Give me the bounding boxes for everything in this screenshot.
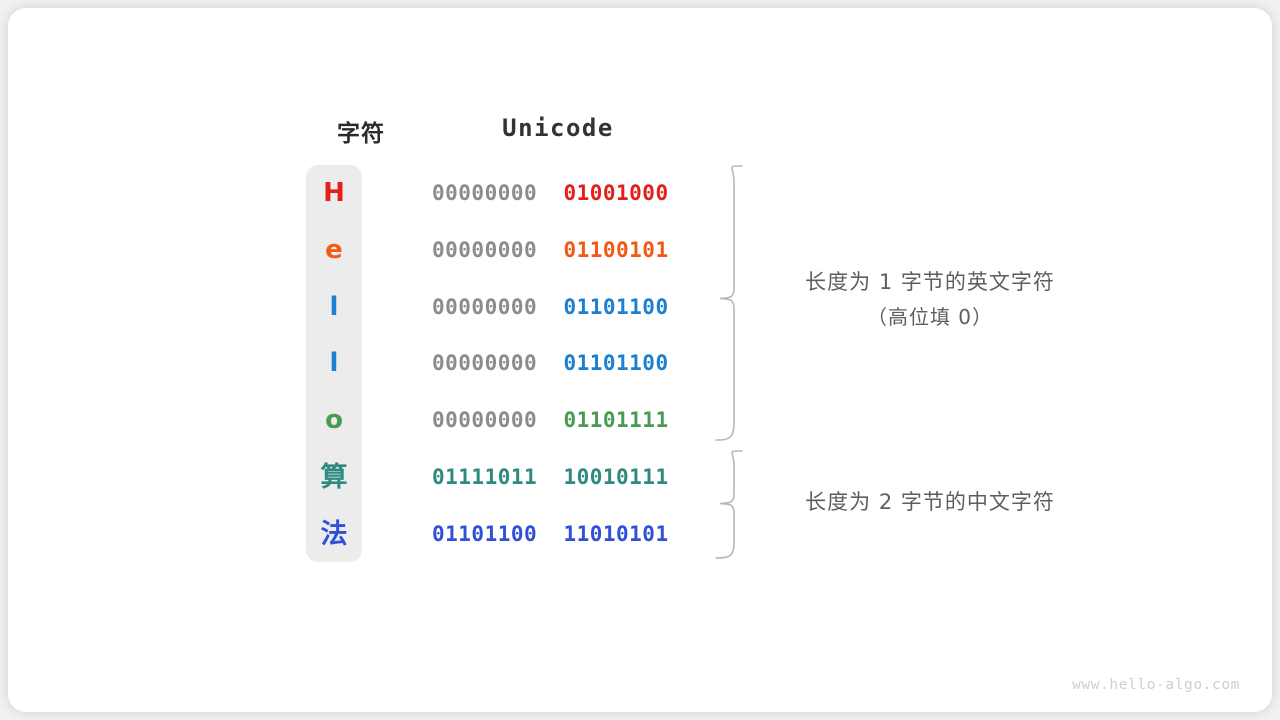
watermark: www.hello-algo.com <box>1072 677 1240 693</box>
unicode-binary-row: 00000000 01101100 <box>432 279 684 336</box>
byte-separator <box>537 238 563 262</box>
annotation-chinese: 长度为 2 字节的中文字符 <box>760 484 1100 520</box>
low-byte: 11010101 <box>563 521 669 546</box>
high-byte: 00000000 <box>432 408 538 433</box>
header-character: 字符 <box>337 121 385 147</box>
high-byte: 00000000 <box>432 181 538 205</box>
character-cell: 算 <box>320 462 348 493</box>
character-cell: H <box>323 178 345 208</box>
annotation-english-sub: （高位填 0） <box>866 305 994 329</box>
high-byte: 01111011 <box>432 465 538 489</box>
character-cell: e <box>325 234 343 265</box>
unicode-binary-row: 01101100 11010101 <box>432 506 684 563</box>
low-byte: 01101100 <box>563 351 669 376</box>
unicode-binary-row: 01111011 10010111 <box>432 449 684 506</box>
low-byte: 01100101 <box>563 237 669 262</box>
byte-separator <box>537 295 563 319</box>
low-byte: 01101111 <box>563 408 669 433</box>
low-byte: 10010111 <box>563 465 669 489</box>
high-byte: 00000000 <box>432 294 538 319</box>
high-byte: 00000000 <box>432 237 538 262</box>
byte-separator <box>537 351 563 375</box>
character-cell: 法 <box>320 518 348 550</box>
high-byte: 01101100 <box>432 521 538 546</box>
header-unicode: Unicode <box>502 114 614 142</box>
character-cell: l <box>329 291 339 322</box>
annotation-chinese-main: 长度为 2 字节的中文字符 <box>805 490 1055 514</box>
unicode-binary-row: 00000000 01101100 <box>432 335 684 392</box>
byte-separator <box>537 522 563 546</box>
byte-separator <box>537 181 563 205</box>
annotation-english: 长度为 1 字节的英文字符 （高位填 0） <box>760 264 1100 334</box>
character-column-background <box>306 165 362 562</box>
character-cell: o <box>325 405 343 436</box>
unicode-binary-row: 00000000 01100101 <box>432 222 684 279</box>
low-byte: 01001000 <box>563 181 669 205</box>
byte-separator <box>537 465 563 489</box>
unicode-binary-row: 00000000 01001000 <box>432 165 684 222</box>
character-cell: l <box>329 348 339 379</box>
low-byte: 01101100 <box>563 294 669 319</box>
page-card <box>8 8 1272 712</box>
byte-separator <box>537 408 563 432</box>
unicode-binary-row: 00000000 01101111 <box>432 392 684 449</box>
high-byte: 00000000 <box>432 351 538 376</box>
annotation-english-main: 长度为 1 字节的英文字符 <box>805 270 1055 294</box>
